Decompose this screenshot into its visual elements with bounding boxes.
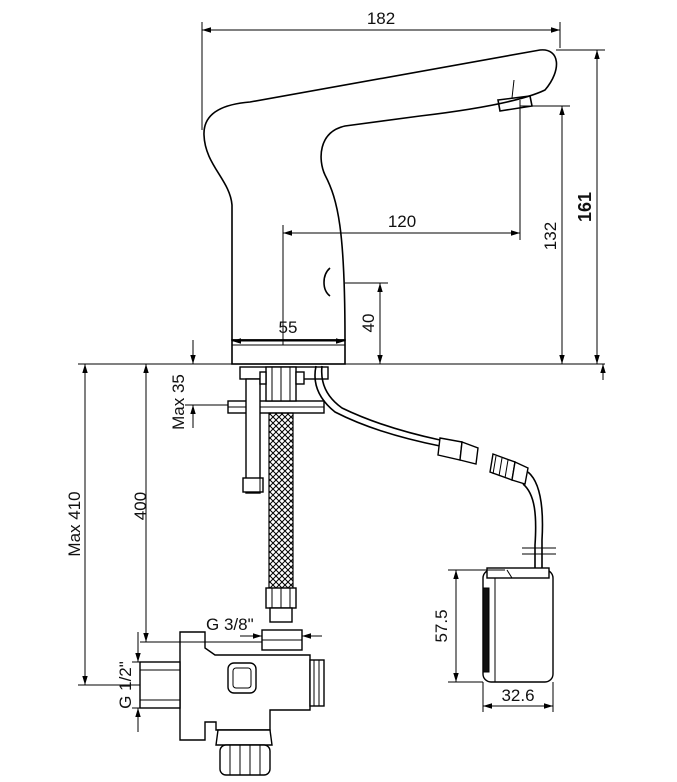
dim-g38-label: G 3/8": [206, 615, 254, 634]
dimension-lines: [78, 22, 606, 732]
dim-g12-label: G 1/2": [116, 661, 135, 709]
sensor-cable: [314, 365, 556, 570]
dim-max410-label: Max 410: [65, 491, 84, 556]
dim-32-6-label: 32.6: [501, 686, 534, 705]
dim-40-label: 40: [359, 314, 378, 333]
dim-161-label: 161: [575, 192, 595, 222]
dim-120-label: 120: [388, 212, 416, 231]
faucet-body: [203, 49, 558, 365]
dim-55-label: 55: [279, 318, 298, 337]
braided-hose: [261, 412, 303, 651]
dim-57-5-label: 57.5: [432, 609, 451, 642]
dim-182-label: 182: [367, 9, 395, 28]
dim-max35-label: Max 35: [169, 374, 188, 430]
control-box: [482, 567, 554, 683]
angle-valve: [139, 631, 325, 776]
dim-400-label: 400: [131, 492, 150, 520]
dim-132-label: 132: [541, 222, 560, 250]
mounting-assembly: [227, 366, 329, 494]
